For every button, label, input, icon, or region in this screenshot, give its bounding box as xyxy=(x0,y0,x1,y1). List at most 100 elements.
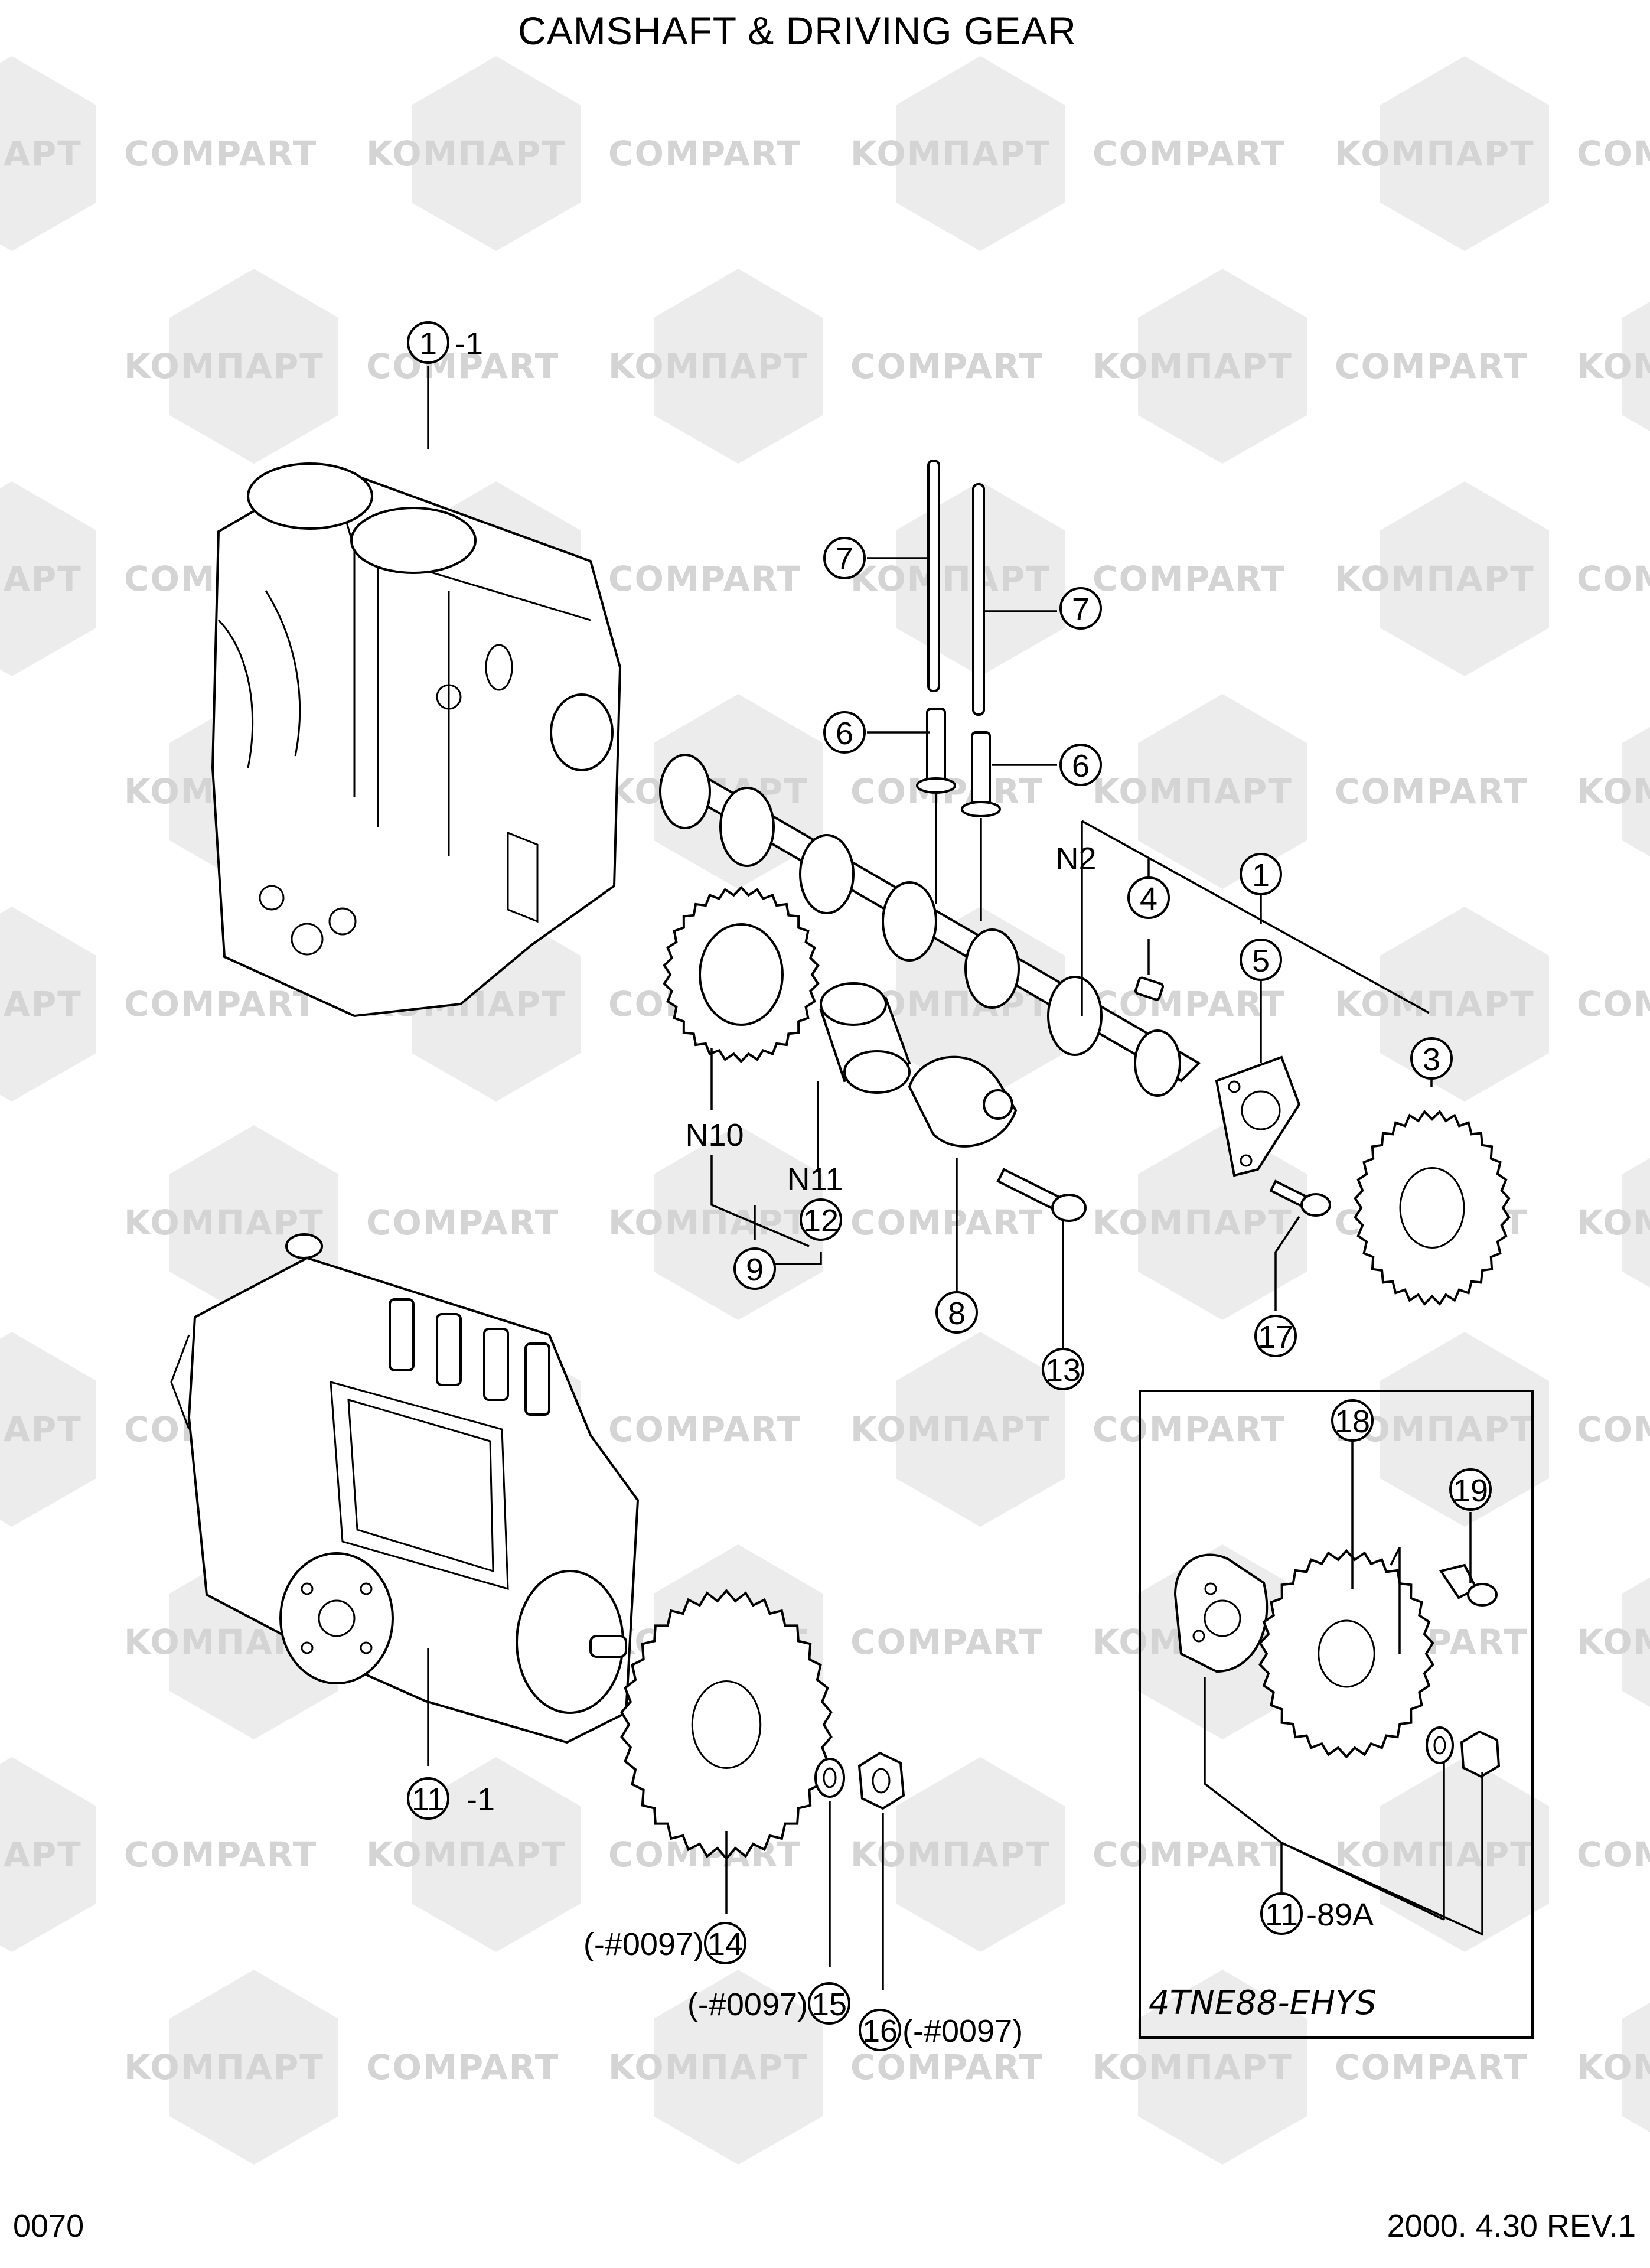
page-number: 0070 xyxy=(13,2208,84,2244)
idle-gear-assembly-drawing xyxy=(663,885,1018,1148)
svg-text:KOMΠAPT: KOMΠAPT xyxy=(0,559,82,599)
svg-text:COMPART: COMPART xyxy=(1093,1834,1286,1875)
callout-13: 13 xyxy=(1042,1348,1084,1390)
svg-text:KOMΠAPT: KOMΠAPT xyxy=(850,133,1051,174)
callout-8: 8 xyxy=(935,1291,978,1334)
callout-number: 6 xyxy=(836,716,853,751)
callout-suffix: (-#0097) xyxy=(902,2013,1023,2049)
leader-lines xyxy=(427,366,1483,1990)
callout-3: 3 xyxy=(1410,1037,1453,1080)
pump-drive-gear-drawing xyxy=(620,1589,833,1860)
svg-text:COMPART: COMPART xyxy=(124,133,317,174)
svg-text:KOMΠAPT: KOMΠAPT xyxy=(124,1203,324,1243)
callout-17: 17 xyxy=(1254,1315,1297,1357)
callout-1: 1 xyxy=(1240,853,1282,895)
svg-text:KOMΠAPT: KOMΠAPT xyxy=(608,1203,808,1243)
washer-nut-drawing xyxy=(814,1751,905,1810)
callout-n11: N11 xyxy=(787,1162,843,1197)
callout-number: 4 xyxy=(1140,881,1157,917)
svg-text:COMPART: COMPART xyxy=(124,1834,317,1875)
callout-number: 16 xyxy=(862,2013,898,2049)
bolt-13-drawing xyxy=(996,1168,1087,1222)
svg-text:KOMΠAPT: KOMΠAPT xyxy=(850,559,1051,599)
svg-text:COMPART: COMPART xyxy=(366,346,559,386)
callout-5: 5 xyxy=(1240,939,1282,981)
svg-text:KOMΠAPT: KOMΠAPT xyxy=(1093,346,1293,386)
svg-text:KOMΠAPT: KOMΠAPT xyxy=(1093,771,1293,812)
svg-text:COMPART: COMPART xyxy=(1577,133,1650,174)
svg-text:KOMΠAPT: KOMΠAPT xyxy=(0,133,82,174)
callout-suffix: -1 xyxy=(467,1782,495,1817)
tappets-drawing xyxy=(916,708,1001,817)
callout-number: 11 xyxy=(412,1782,445,1817)
callout-label: N11 xyxy=(787,1162,843,1197)
svg-text:COMPART: COMPART xyxy=(1093,1409,1286,1449)
callout-label: N2 xyxy=(1055,841,1096,876)
callout-number: 12 xyxy=(803,1203,839,1239)
callout-14: (-#0097) 14 xyxy=(583,1922,746,1964)
svg-text:KOMΠAPT: KOMΠAPT xyxy=(850,1834,1051,1875)
svg-text:KOMΠAPT: KOMΠAPT xyxy=(1093,1203,1293,1243)
callout-12: 12 xyxy=(800,1198,842,1241)
callout-n10: N10 xyxy=(685,1117,744,1153)
inset-frame xyxy=(1139,1390,1534,2039)
svg-text:KOMΠAPT: KOMΠAPT xyxy=(124,346,324,386)
callout-number: 13 xyxy=(1045,1353,1081,1388)
svg-text:KOMΠAPT: KOMΠAPT xyxy=(0,1409,82,1449)
svg-text:COMPART: COMPART xyxy=(850,1622,1044,1662)
woodruff-key-drawing xyxy=(1134,976,1164,1001)
callout-6a: 6 xyxy=(823,711,866,754)
callout-prefix: (-#0097) xyxy=(687,1987,808,2022)
callout-suffix: -1 xyxy=(455,326,483,361)
svg-text:COMPART: COMPART xyxy=(366,1203,559,1243)
svg-text:KOMΠAPT: KOMΠAPT xyxy=(1335,133,1535,174)
svg-text:KOMΠAPT: KOMΠAPT xyxy=(1335,559,1535,599)
callout-11-89a: 11 -89A xyxy=(1260,1892,1374,1935)
svg-text:KOMΠAPT: KOMΠAPT xyxy=(1335,1834,1535,1875)
svg-text:COMPART: COMPART xyxy=(1577,1409,1650,1449)
svg-text:COMPART: COMPART xyxy=(1335,2047,1528,2087)
svg-text:KOMΠAPT: KOMΠAPT xyxy=(850,1409,1051,1449)
svg-text:KOMΠAPT: KOMΠAPT xyxy=(366,133,566,174)
svg-text:COMPART: COMPART xyxy=(1335,771,1528,812)
page-title: CAMSHAFT & DRIVING GEAR xyxy=(518,9,1077,53)
callout-number: 5 xyxy=(1252,943,1270,979)
inset-parts-drawing xyxy=(1173,1553,1501,1778)
callout-prefix: (-#0097) xyxy=(583,1927,704,1962)
callout-number: 7 xyxy=(1072,592,1090,627)
bolt-17-drawing xyxy=(1269,1179,1331,1217)
callout-number: 7 xyxy=(836,541,853,576)
revision-date: 2000. 4.30 REV.1 xyxy=(1387,2208,1636,2244)
svg-text:COMPART: COMPART xyxy=(1093,984,1286,1024)
svg-text:KOMΠAPT: KOMΠAPT xyxy=(0,1834,82,1875)
callout-n2: N2 xyxy=(1055,841,1096,876)
callout-number: 1 xyxy=(1252,858,1270,893)
callout-1-1: 1 -1 xyxy=(407,321,483,364)
callout-number: 18 xyxy=(1335,1404,1370,1439)
svg-text:KOMΠAPT: KOMΠAPT xyxy=(608,2047,808,2087)
callout-7a: 7 xyxy=(823,537,866,579)
callout-number: 17 xyxy=(1258,1319,1293,1355)
svg-text:KOMΠAPT: KOMΠAPT xyxy=(608,346,808,386)
svg-text:KOMΠAPT: KOMΠAPT xyxy=(1335,984,1535,1024)
svg-text:KOMΠAPT: KOMΠAPT xyxy=(0,984,82,1024)
svg-text:KOMΠAPT: KOMΠAPT xyxy=(1577,2047,1650,2087)
callout-label: N10 xyxy=(685,1117,744,1153)
callout-number: 19 xyxy=(1453,1473,1488,1508)
svg-text:KOMΠAPT: KOMΠAPT xyxy=(1577,771,1650,812)
callout-number: 15 xyxy=(811,1987,847,2022)
callout-number: 14 xyxy=(707,1927,743,1962)
svg-text:KOMΠAPT: KOMΠAPT xyxy=(366,1834,566,1875)
svg-text:COMPART: COMPART xyxy=(366,2047,559,2087)
svg-text:KOMΠAPT: KOMΠAPT xyxy=(1093,2047,1293,2087)
callout-15: (-#0097) 15 xyxy=(687,1982,850,2025)
callout-18: 18 xyxy=(1331,1399,1374,1442)
svg-text:KOMΠAPT: KOMΠAPT xyxy=(1577,1622,1650,1662)
svg-text:COMPART: COMPART xyxy=(1577,1834,1650,1875)
svg-text:COMPART: COMPART xyxy=(1577,559,1650,599)
svg-text:COMPART: COMPART xyxy=(850,1203,1044,1243)
callout-9: 9 xyxy=(733,1247,776,1290)
camshaft-drawing xyxy=(659,754,1201,1097)
svg-text:COMPART: COMPART xyxy=(850,2047,1044,2087)
